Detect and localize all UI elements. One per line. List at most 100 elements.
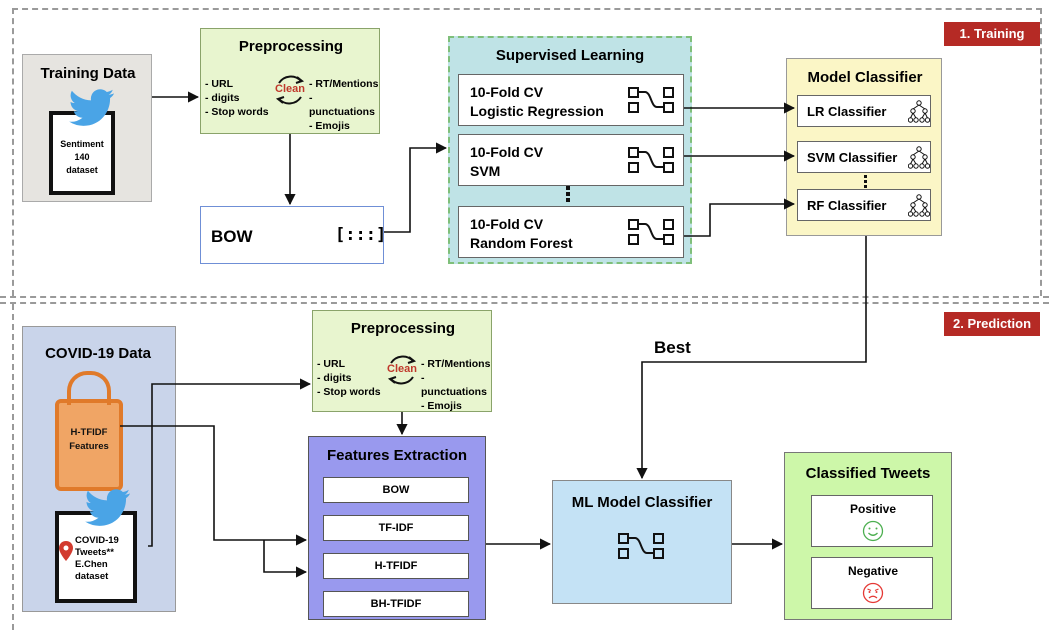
training-preprocessing-box: Preprocessing - URL - digits - Stop word… bbox=[200, 28, 380, 134]
training-phase-tag: 1. Training bbox=[944, 22, 1040, 46]
decision-tree-icon bbox=[908, 146, 930, 169]
features-extraction-title: Features Extraction bbox=[326, 447, 468, 464]
preprocessing-right-list: - RT/Mentions - punctuations - Emojis bbox=[421, 357, 491, 413]
supervised-item-text: 10-Fold CV Logistic Regression bbox=[470, 83, 604, 121]
bow-box: BOW [:::] bbox=[200, 206, 387, 264]
prediction-phase-tag: 2. Prediction bbox=[944, 312, 1040, 336]
model-flow-icon bbox=[628, 219, 674, 245]
dataset-label-line: Sentiment bbox=[60, 139, 104, 149]
negative-result: Negative bbox=[811, 557, 933, 609]
supervised-item-text: 10-Fold CV SVM bbox=[470, 143, 543, 181]
bag-label-line: Features bbox=[69, 441, 109, 452]
smiley-face-icon bbox=[862, 520, 884, 542]
preprocessing-item: - RT/Mentions bbox=[421, 358, 491, 370]
features-extraction-box: Features Extraction BOW TF-IDF H-TFIDF B… bbox=[308, 436, 486, 620]
supervised-item-svm: 10-Fold CV SVM bbox=[458, 134, 684, 186]
supervised-item-line: 10-Fold CV bbox=[470, 144, 544, 160]
model-flow-icon bbox=[628, 87, 674, 113]
cycle-arrows-icon bbox=[275, 75, 305, 105]
supervised-learning-box: Supervised Learning 10-Fold CV Logistic … bbox=[448, 36, 692, 264]
doc-label-line: Tweets** bbox=[75, 547, 114, 558]
training-data-box: Training Data Sentiment 140 dataset bbox=[22, 54, 152, 202]
supervised-item-line: SVM bbox=[470, 163, 501, 179]
negative-label: Negative bbox=[847, 564, 899, 578]
supervised-item-logistic-regression: 10-Fold CV Logistic Regression bbox=[458, 74, 684, 126]
supervised-item-line: 10-Fold CV bbox=[470, 84, 544, 100]
preprocessing-item: - URL bbox=[205, 78, 233, 90]
model-flow-icon bbox=[618, 533, 664, 559]
preprocessing-title: Preprocessing bbox=[350, 320, 456, 337]
preprocessing-title: Preprocessing bbox=[238, 38, 344, 55]
best-label: Best bbox=[654, 338, 691, 357]
doc-label-line: E.Chen bbox=[75, 559, 108, 570]
preprocessing-left-list: - URL - digits - Stop words bbox=[317, 357, 381, 399]
dataset-label-line: dataset bbox=[66, 165, 98, 175]
classifier-label: SVM Classifier bbox=[807, 150, 898, 165]
preprocessing-item: - URL bbox=[317, 358, 345, 370]
model-classifier-box: Model Classifier LR Classifier SVM Class… bbox=[786, 58, 942, 236]
supervised-item-random-forest: 10-Fold CV Random Forest bbox=[458, 206, 684, 258]
preprocessing-left-list: - URL - digits - Stop words bbox=[205, 77, 269, 119]
doc-label-line: COVID-19 bbox=[75, 535, 119, 546]
ml-model-classifier-title: ML Model Classifier bbox=[571, 494, 713, 511]
clean-label: Clean bbox=[387, 363, 417, 375]
prediction-preprocessing-box: Preprocessing - URL - digits - Stop word… bbox=[312, 310, 492, 412]
positive-result: Positive bbox=[811, 495, 933, 547]
classified-tweets-title: Classified Tweets bbox=[805, 465, 931, 482]
twitter-bird-icon bbox=[85, 489, 131, 526]
shopping-bag-icon: H-TFIDF Features bbox=[55, 399, 123, 491]
supervised-item-text: 10-Fold CV Random Forest bbox=[470, 215, 573, 253]
supervised-item-line: 10-Fold CV bbox=[470, 216, 544, 232]
preprocessing-item: - RT/Mentions bbox=[309, 78, 379, 90]
rf-classifier-item: RF Classifier bbox=[797, 189, 931, 221]
bag-handle bbox=[67, 371, 111, 405]
supervised-item-line: Random Forest bbox=[470, 235, 573, 251]
twitter-bird-icon bbox=[69, 89, 115, 126]
supervised-learning-title: Supervised Learning bbox=[495, 47, 645, 64]
preprocessing-item: - punctuations bbox=[421, 372, 487, 398]
supervised-item-line: Logistic Regression bbox=[470, 103, 604, 119]
decision-tree-icon bbox=[908, 100, 930, 123]
feature-h-tfidf: H-TFIDF bbox=[323, 553, 469, 579]
vertical-ellipsis-icon bbox=[563, 184, 573, 208]
preprocessing-item: - Stop words bbox=[205, 106, 269, 118]
clean-label: Clean bbox=[275, 83, 305, 95]
model-classifier-title: Model Classifier bbox=[807, 69, 923, 86]
training-data-title: Training Data bbox=[40, 65, 136, 82]
classifier-label: RF Classifier bbox=[807, 198, 887, 213]
bow-label: BOW bbox=[211, 227, 253, 246]
bag-label-line: H-TFIDF bbox=[70, 427, 108, 438]
angry-face-icon bbox=[862, 582, 884, 604]
feature-tf-idf: TF-IDF bbox=[323, 515, 469, 541]
classifier-label: LR Classifier bbox=[807, 104, 887, 119]
arrow-htfidf-to-features bbox=[120, 425, 308, 546]
arrow-rf-to-classifier bbox=[684, 198, 796, 237]
preprocessing-item: - digits bbox=[205, 92, 240, 104]
lr-classifier-item: LR Classifier bbox=[797, 95, 931, 127]
dataset-document-icon: Sentiment 140 dataset bbox=[49, 111, 115, 195]
preprocessing-item: - Emojis bbox=[309, 120, 350, 132]
preprocessing-item: - Emojis bbox=[421, 400, 462, 412]
preprocessing-item: - punctuations bbox=[309, 92, 375, 118]
feature-bow: BOW bbox=[323, 477, 469, 503]
arrow-tweets-to-preprocessing bbox=[148, 378, 312, 547]
positive-label: Positive bbox=[849, 502, 897, 516]
arrow-best-model bbox=[636, 236, 867, 480]
classified-tweets-box: Classified Tweets Positive Negative bbox=[784, 452, 952, 620]
section-divider-second bbox=[0, 302, 1049, 304]
preprocessing-item: - digits bbox=[317, 372, 352, 384]
feature-bh-tfidf: BH-TFIDF bbox=[323, 591, 469, 617]
location-pin-icon bbox=[59, 541, 73, 561]
doc-label-line: dataset bbox=[75, 571, 109, 582]
model-flow-icon bbox=[628, 147, 674, 173]
arrow-bow-to-supervised bbox=[384, 142, 448, 233]
preprocessing-item: - Stop words bbox=[317, 386, 381, 398]
decision-tree-icon bbox=[908, 194, 930, 217]
training-section-frame bbox=[12, 8, 1042, 296]
vertical-ellipsis-icon bbox=[860, 173, 870, 195]
bow-vector-icon: [:::] bbox=[335, 225, 387, 245]
ml-model-classifier-box: ML Model Classifier bbox=[552, 480, 732, 604]
section-divider bbox=[0, 296, 1049, 298]
cycle-arrows-icon bbox=[387, 355, 417, 385]
